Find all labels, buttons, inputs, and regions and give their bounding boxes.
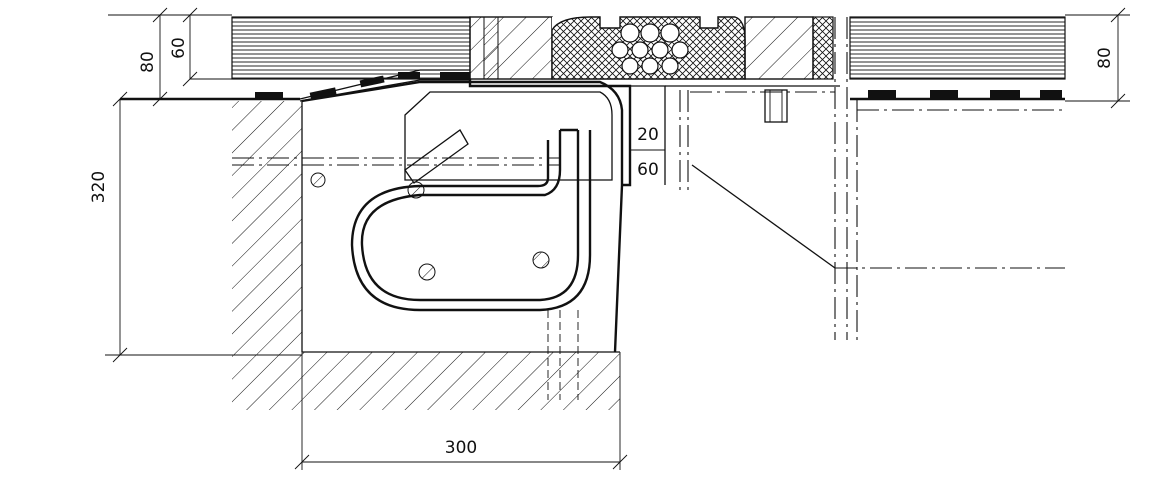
dimension-300: 300 (294, 352, 628, 470)
dimension-left-80: 80 (108, 7, 232, 107)
dim-label-80-right: 80 (1095, 47, 1115, 69)
dim-label-20: 20 (637, 125, 659, 145)
left-edge-profile (469, 16, 553, 80)
dimension-left-60: 60 (169, 7, 232, 87)
bolt (764, 89, 788, 123)
dim-label-60-gap: 60 (637, 160, 659, 180)
left-pavement (120, 16, 471, 102)
dim-label-320: 320 (89, 171, 109, 203)
right-edge-profile (744, 16, 834, 80)
anchor-block (301, 80, 624, 400)
seal-element (551, 16, 746, 80)
dimension-320: 320 (89, 91, 302, 363)
right-pavement (849, 16, 1066, 101)
dimension-right-80: 80 (1065, 7, 1130, 109)
dim-label-300: 300 (445, 438, 477, 458)
seal-holes (611, 23, 689, 75)
dim-label-80-left: 80 (138, 51, 158, 73)
bottom-rail (468, 79, 632, 187)
left-soil (232, 101, 620, 410)
right-framing (679, 17, 1065, 340)
dimension-gap: 20 60 (630, 125, 665, 180)
dim-label-60-left: 60 (169, 37, 189, 59)
